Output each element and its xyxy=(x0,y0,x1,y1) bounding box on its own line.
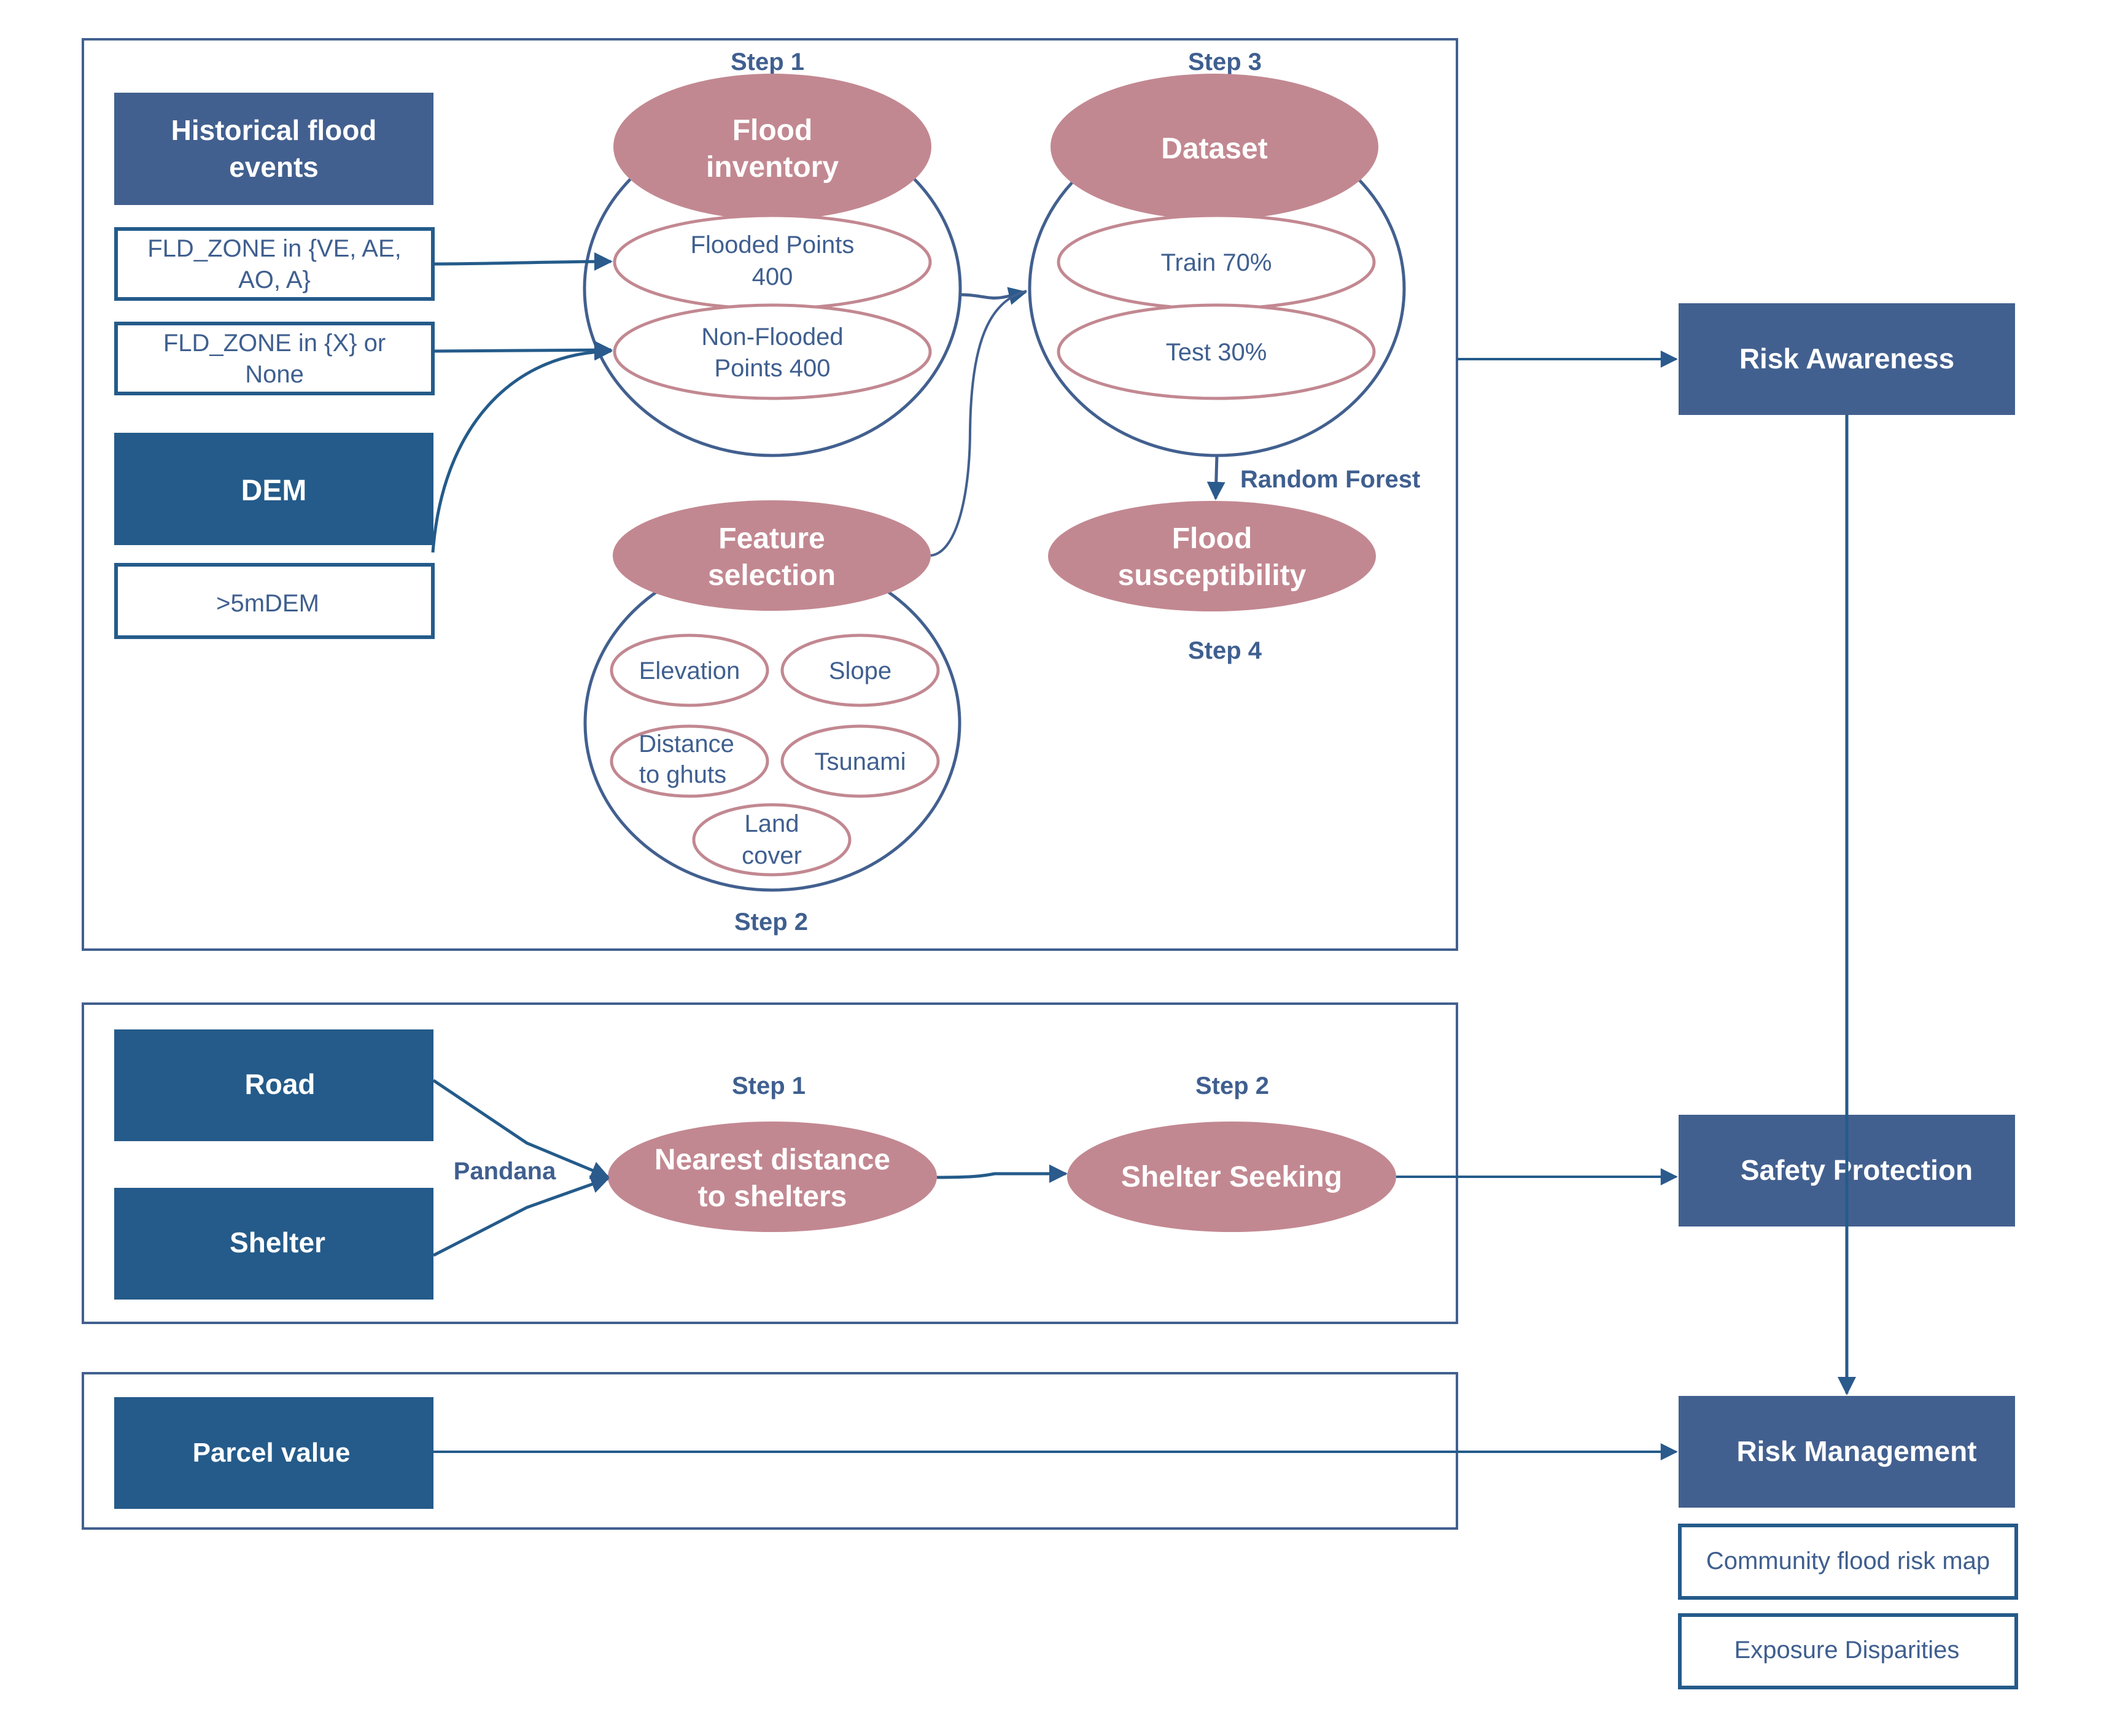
dataset-label: Dataset xyxy=(1161,133,1267,165)
nearest-distance-node: Nearest distance to shelters xyxy=(608,1122,937,1232)
arrow-road-to-nearest xyxy=(432,1079,610,1179)
feature-selection-line1: Feature xyxy=(718,522,825,555)
flood-inventory-node: Flood inventory xyxy=(613,74,931,220)
historical-flood-events-line2: events xyxy=(229,151,319,183)
feature-tsunami-label: Tsunami xyxy=(815,748,906,775)
dem-filter-label: >5mDEM xyxy=(216,590,319,617)
community-flood-risk-map-label: Community flood risk map xyxy=(1706,1548,1990,1575)
fld-zone-nonflooded-line1: FLD_ZONE in {X} or xyxy=(163,330,386,357)
parcel-value-label: Parcel value xyxy=(193,1438,351,1468)
pandana-label: Pandana xyxy=(454,1158,556,1185)
parcel-value-box: Parcel value xyxy=(114,1397,433,1509)
arrow-dataset-to-susceptibility xyxy=(1206,455,1225,500)
arrow-dem-to-nonflooded xyxy=(431,342,613,553)
panel2-step2-label: Step 2 xyxy=(1195,1072,1269,1099)
feature-land-line1: Land xyxy=(745,810,799,837)
feature-land-line2: cover xyxy=(742,842,802,869)
feature-selection-node: Feature selection xyxy=(613,500,931,611)
fld-zone-flooded-line1: FLD_ZONE in {VE, AE, xyxy=(147,235,402,262)
dem-filter-box: >5mDEM xyxy=(114,563,435,639)
flood-susceptibility-line2: susceptibility xyxy=(1118,559,1307,592)
road-label: Road xyxy=(245,1068,316,1100)
feature-slope-label: Slope xyxy=(829,657,891,684)
nearest-distance-line2: to shelters xyxy=(698,1180,847,1213)
feature-elevation: Elevation xyxy=(610,634,769,707)
test-split-label: Test 30% xyxy=(1166,339,1267,366)
feature-elevation-label: Elevation xyxy=(639,657,740,684)
flood-inventory-line2: inventory xyxy=(706,151,839,184)
arrow-nonflooded-zone-to-points xyxy=(432,341,613,360)
dem-label: DEM xyxy=(241,475,307,507)
arrow-flooded-zone-to-points xyxy=(432,252,613,271)
train-split-label: Train 70% xyxy=(1161,249,1272,276)
feature-tsunami: Tsunami xyxy=(780,724,940,798)
panel-shelter-access xyxy=(82,1002,1458,1324)
fld-zone-flooded-line2: AO, A} xyxy=(238,266,311,293)
risk-management-box: Risk Management xyxy=(1679,1396,2015,1508)
risk-management-label: Risk Management xyxy=(1736,1435,1976,1467)
flood-inventory-line1: Flood xyxy=(732,114,813,147)
shelter-box: Shelter xyxy=(114,1188,433,1300)
panel2-step1-label: Step 1 xyxy=(732,1072,806,1099)
flood-susceptibility-line1: Flood xyxy=(1172,522,1252,555)
arrow-nearest-to-shelter-seeking xyxy=(936,1164,1068,1183)
feature-distance-line2: to ghuts xyxy=(639,761,726,788)
feature-land-cover: Land cover xyxy=(692,803,852,877)
arrow-inventory-to-dataset xyxy=(960,287,1027,305)
flooded-points-line1: Flooded Points xyxy=(691,231,855,258)
nearest-distance-line1: Nearest distance xyxy=(654,1144,890,1176)
dem-box: DEM xyxy=(114,433,433,545)
shelter-seeking-node: Shelter Seeking xyxy=(1067,1122,1396,1232)
safety-protection-label: Safety Protection xyxy=(1741,1154,1973,1186)
random-forest-label: Random Forest xyxy=(1240,466,1420,493)
panel-flood-susceptibility xyxy=(82,38,1458,951)
arrow-shelter-to-nearest xyxy=(432,1175,610,1257)
shelter-label: Shelter xyxy=(230,1226,325,1258)
exposure-disparities-box: Exposure Disparities xyxy=(1678,1613,2018,1689)
road-box: Road xyxy=(114,1029,433,1141)
feature-distance-line1: Distance xyxy=(639,730,734,758)
arrow-features-to-dataset xyxy=(930,290,1027,557)
flooded-points-line2: 400 xyxy=(752,263,793,290)
community-flood-risk-map-box: Community flood risk map xyxy=(1678,1524,2018,1600)
fld-zone-flooded-box: FLD_ZONE in {VE, AE, AO, A} xyxy=(114,227,435,301)
test-split-node: Test 30% xyxy=(1057,303,1376,400)
risk-awareness-box: Risk Awareness xyxy=(1679,303,2015,415)
fld-zone-nonflooded-line2: None xyxy=(245,361,304,388)
feature-selection-line2: selection xyxy=(708,559,836,592)
nonflooded-points-line2: Points 400 xyxy=(714,355,830,382)
risk-awareness-label: Risk Awareness xyxy=(1739,343,1954,374)
flooded-points-node: Flooded Points 400 xyxy=(613,214,932,311)
flood-susceptibility-node: Flood susceptibility xyxy=(1048,501,1376,611)
panel1-step2-label: Step 2 xyxy=(734,909,808,936)
panel1-step4-label: Step 4 xyxy=(1188,637,1262,664)
dataset-node: Dataset xyxy=(1050,74,1378,220)
shelter-seeking-label: Shelter Seeking xyxy=(1121,1161,1342,1193)
nonflooded-points-line1: Non-Flooded xyxy=(701,324,843,351)
feature-slope: Slope xyxy=(780,634,940,707)
nonflooded-points-node: Non-Flooded Points 400 xyxy=(613,303,932,400)
historical-flood-events-box: Historical flood events xyxy=(114,93,433,205)
fld-zone-nonflooded-box: FLD_ZONE in {X} or None xyxy=(114,322,435,395)
exposure-disparities-label: Exposure Disparities xyxy=(1734,1637,1960,1664)
feature-distance-to-ghuts: Distance to ghuts xyxy=(610,724,769,798)
panel1-step1-label: Step 1 xyxy=(731,48,804,76)
panel1-step3-label: Step 3 xyxy=(1188,48,1262,76)
train-split-node: Train 70% xyxy=(1057,214,1376,311)
historical-flood-events-line1: Historical flood xyxy=(171,114,377,146)
